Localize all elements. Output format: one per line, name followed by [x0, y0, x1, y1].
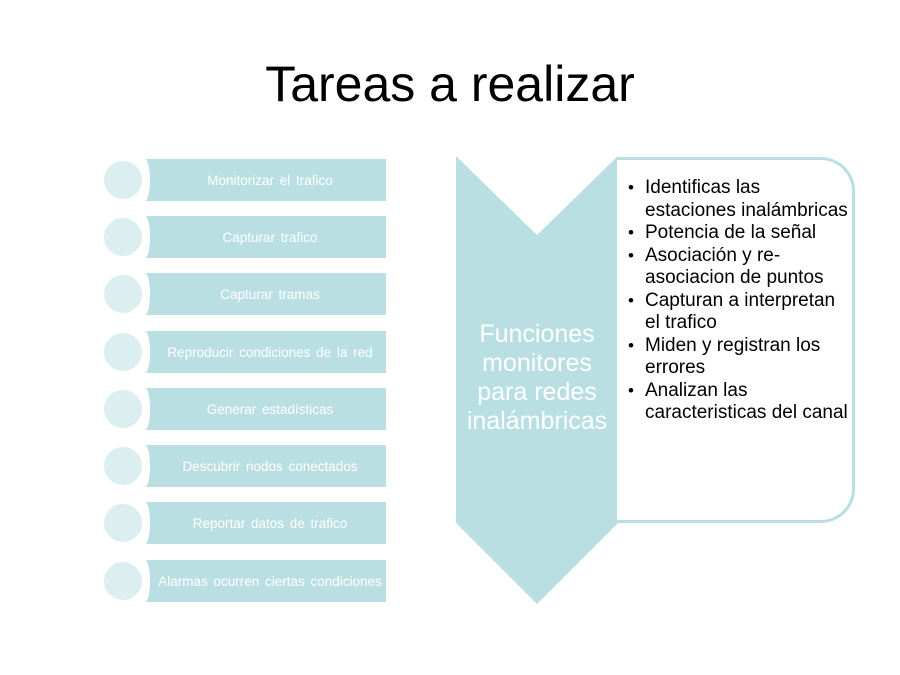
task-bar [140, 159, 386, 201]
task-bar-notch [140, 502, 150, 544]
functions-detail-box [617, 157, 855, 523]
task-label: Generar estadísticas [206, 401, 334, 417]
function-item-text: Potencia de la señal [645, 222, 817, 243]
task-circle-icon [102, 560, 144, 602]
bullet-icon: • [628, 290, 634, 310]
task-item: Monitorizar el trafico [102, 159, 386, 201]
functions-list: • Identificas las estaciones inalámbricas… [626, 177, 854, 425]
task-bar-notch [140, 331, 150, 373]
bullet-icon: • [628, 245, 634, 265]
function-item-text: Miden y registran los errores [645, 334, 821, 379]
task-item: Descubrir nodos conectados [102, 445, 386, 487]
chevron-shape [456, 156, 618, 604]
bullet-icon: • [628, 223, 634, 242]
task-label: Reportar datos de trafico [192, 515, 348, 531]
task-circle-icon [102, 502, 144, 544]
function-item: • Analizan las caracteristicas del canal [626, 380, 854, 425]
task-label: Reproducir condiciones de la red [167, 344, 373, 360]
task-bar-notch [140, 560, 150, 602]
task-item: Capturar tramas [102, 273, 386, 315]
task-item: Alarmas ocurren ciertas condiciones [102, 560, 386, 602]
task-label: Capturar trafico [222, 229, 318, 245]
task-circle-icon [102, 331, 144, 373]
bullet-icon: • [628, 335, 634, 355]
task-bar [140, 560, 386, 602]
task-label: Monitorizar el trafico [207, 172, 333, 188]
function-item: • Miden y registran los errores [626, 335, 854, 380]
task-item: Reproducir condiciones de la red [102, 331, 386, 373]
task-label: Capturar tramas [220, 286, 320, 302]
task-circle-icon [102, 216, 144, 258]
task-circle-icon [102, 159, 144, 201]
task-bar [140, 273, 386, 315]
task-bar-notch [140, 159, 150, 201]
function-item: • Asociación y re-asociacion de puntos [626, 245, 854, 290]
function-item: • Capturan a interpretan el trafico [626, 290, 854, 335]
task-bar [140, 331, 386, 373]
task-bar [140, 502, 386, 544]
task-item: Reportar datos de trafico [102, 502, 386, 544]
function-item: • Identificas las estaciones inalámbricas [626, 177, 854, 222]
task-item: Capturar trafico [102, 216, 386, 258]
function-item-text: Identificas las estaciones inalámbricas [645, 177, 848, 221]
task-bar-notch [140, 273, 150, 315]
task-bar-notch [140, 388, 150, 430]
bullet-icon: • [628, 380, 634, 400]
task-bar [140, 388, 386, 430]
slide-title: Tareas a realizar [265, 56, 635, 112]
task-bar [140, 216, 386, 258]
function-item-text: Capturan a interpretan el trafico [645, 289, 836, 334]
functions-heading: Funciones monitores para redes inalámbri… [466, 320, 608, 435]
task-circle-icon [102, 273, 144, 315]
function-item-text: Analizan las caracteristicas del canal [645, 379, 848, 424]
task-label: Descubrir nodos conectados [182, 458, 358, 474]
function-item-text: Asociación y re-asociacion de puntos [645, 244, 824, 289]
task-bar-notch [140, 445, 150, 487]
function-item: • Potencia de la señal [626, 222, 854, 245]
task-list: Monitorizar el trafico Capturar trafico … [102, 159, 386, 602]
task-bar [140, 445, 386, 487]
task-item: Generar estadísticas [102, 388, 386, 430]
task-circle-icon [102, 388, 144, 430]
bullet-icon: • [628, 178, 634, 197]
task-bar-notch [140, 216, 150, 258]
task-label: Alarmas ocurren ciertas condiciones [158, 573, 382, 589]
task-circle-icon [102, 445, 144, 487]
